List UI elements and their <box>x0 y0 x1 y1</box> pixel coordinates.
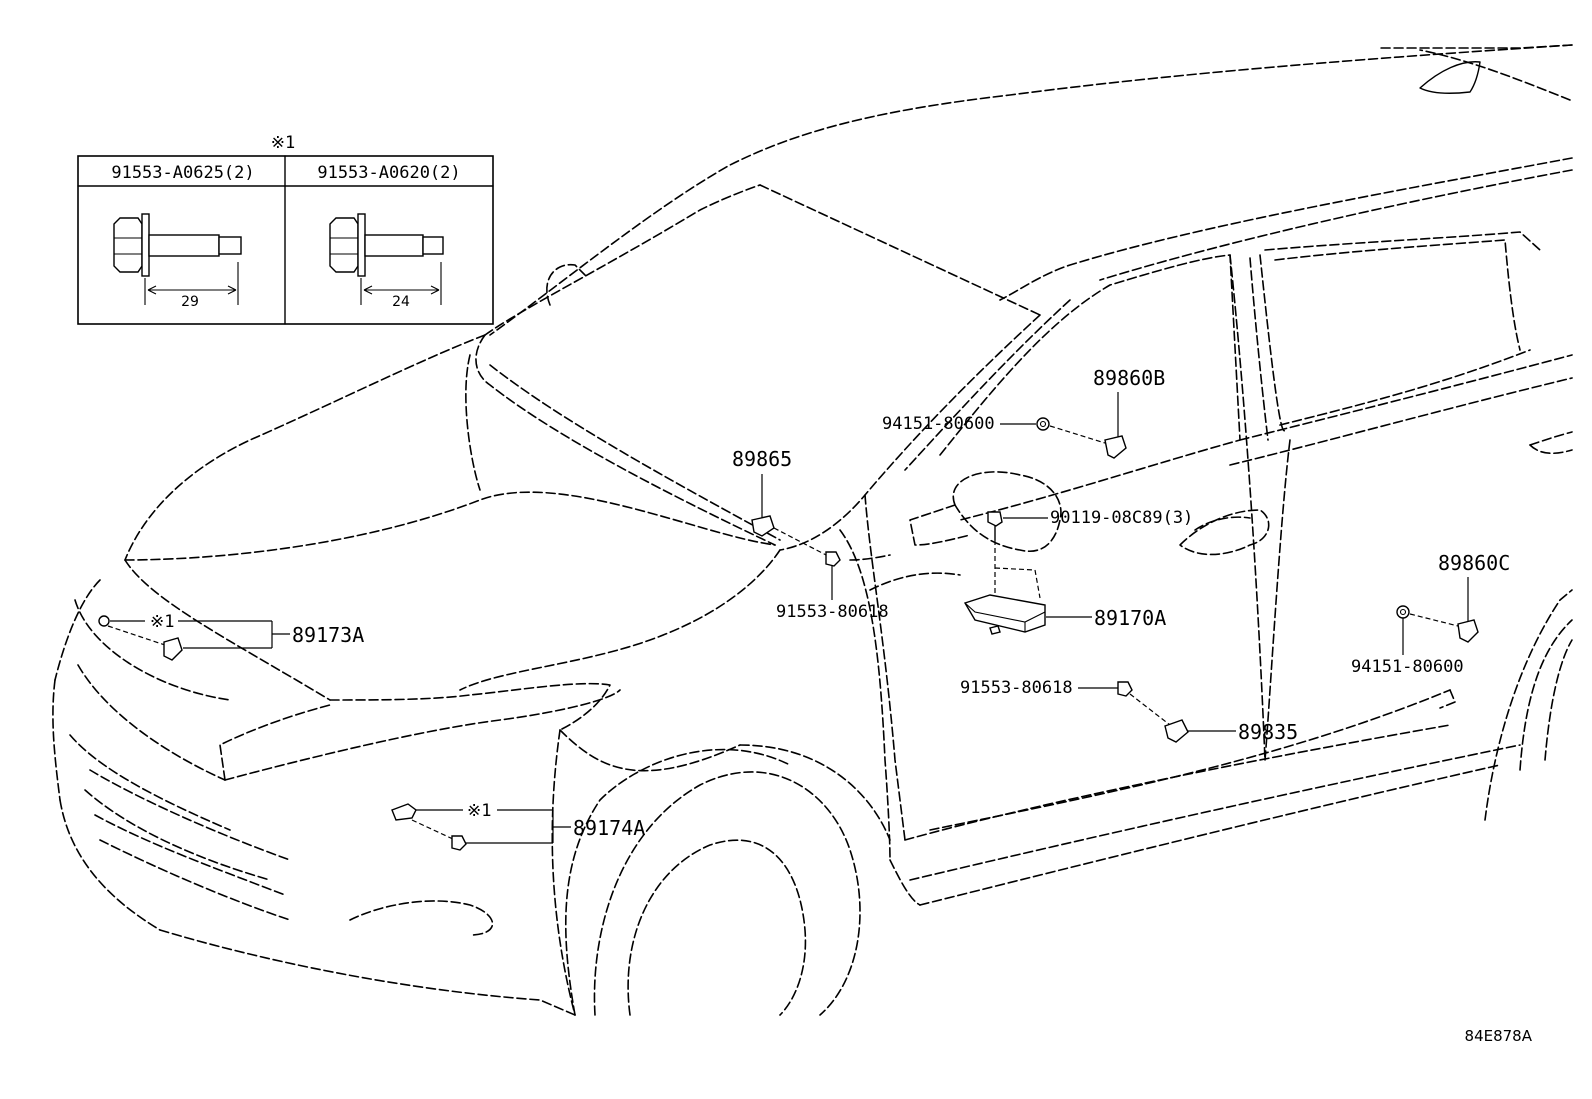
label-89170A: 89170A <box>1094 606 1166 630</box>
bolt-icon <box>1117 681 1133 697</box>
label-94151-a: 94151-80600 <box>882 414 995 434</box>
callout-89860C: 89860C 94151-80600 <box>1351 551 1510 677</box>
sensor-icon <box>1104 435 1127 459</box>
callout-89174A: ※1 89174A <box>391 801 645 851</box>
airbag-sensor-module-icon <box>963 594 1046 635</box>
bolt-icon <box>98 615 110 627</box>
bolt-inset: ※1 91553-A0625(2) 91553-A0620(2) 29 <box>77 133 494 325</box>
label-89173A: 89173A <box>292 623 364 647</box>
bolt-icon <box>987 511 1003 527</box>
bolt-icon <box>825 551 841 567</box>
nut-icon <box>1036 417 1050 431</box>
bolt-icon: 24 <box>329 213 444 310</box>
label-94151-b: 94151-80600 <box>1351 657 1464 677</box>
note-b: ※1 <box>467 801 491 821</box>
label-91553-a: 91553-80618 <box>776 602 889 622</box>
inset-length-col1: 29 <box>181 294 199 310</box>
callout-89860B: 89860B 94151-80600 <box>882 366 1165 459</box>
label-91553-b: 91553-80618 <box>960 678 1073 698</box>
label-89860C: 89860C <box>1438 551 1510 575</box>
sensor-icon <box>1457 619 1479 643</box>
vehicle-outline <box>52 44 1573 1016</box>
callout-airbag-module: 90119-08C89(3) 89170A <box>963 508 1193 635</box>
callout-89173A: ※1 89173A <box>98 612 364 661</box>
inset-part-col2: 91553-A0620(2) <box>317 163 460 183</box>
label-89174A: 89174A <box>573 816 645 840</box>
label-89860B: 89860B <box>1093 366 1165 390</box>
inset-length-col2: 24 <box>392 294 410 310</box>
callout-89835: 91553-80618 89835 <box>960 678 1298 744</box>
label-89865: 89865 <box>732 447 792 471</box>
diagram-code: 84E878A <box>1465 1027 1533 1045</box>
label-90119: 90119-08C89(3) <box>1050 508 1193 528</box>
bolt-icon: 29 <box>113 213 242 310</box>
sensor-icon <box>163 637 183 661</box>
nut-icon <box>1396 605 1410 619</box>
sensor-icon <box>1164 719 1189 743</box>
inset-note: ※1 <box>271 133 295 153</box>
sensor-icon <box>391 803 417 821</box>
callout-89865: 89865 91553-80618 <box>732 447 889 622</box>
sensor-icon <box>751 515 775 537</box>
label-89835: 89835 <box>1238 720 1298 744</box>
note-a: ※1 <box>150 612 174 632</box>
inset-part-col1: 91553-A0625(2) <box>111 163 254 183</box>
bolt-icon <box>451 835 467 851</box>
